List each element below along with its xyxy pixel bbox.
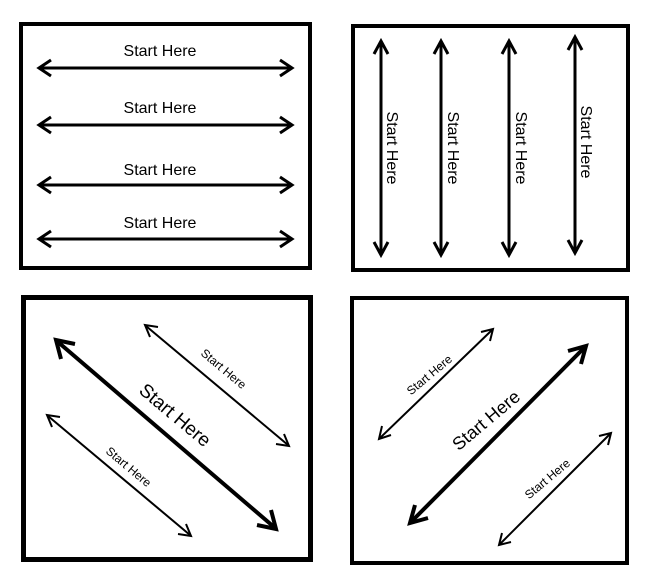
horizontal-arrow-1: Start Here: [36, 43, 295, 78]
vertical-arrow-4: Start Here: [566, 33, 594, 257]
horizontal-panel: Start Here Start Here Start Here Start H…: [19, 22, 312, 270]
arrow-label: Start Here: [383, 112, 400, 185]
arrow-label: Start Here: [577, 106, 594, 179]
vertical-arrow-2: Start Here: [432, 37, 461, 259]
diagonal-down-panel-drawing: Start Here Start Here Start Here: [45, 323, 291, 538]
diagonal-arrow-small-bottom: Start Here: [45, 413, 193, 538]
vertical-panel: Start Here Start Here Start Here Start H…: [351, 24, 630, 272]
vertical-arrow-1: Start Here: [372, 37, 400, 259]
horizontal-arrow-2: Start Here: [36, 100, 295, 135]
diagonal-arrow-small-top: Start Here: [143, 323, 291, 448]
vertical-panel-drawing: Start Here Start Here Start Here Start H…: [372, 33, 594, 259]
diagonal-up-panel: Start Here Start Here Start Here: [350, 296, 629, 565]
diagonal-up-panel-drawing: Start Here Start Here Start Here: [377, 327, 613, 547]
arrow-label: Start Here: [124, 215, 197, 232]
arrow-label: Start Here: [124, 43, 197, 60]
horizontal-arrow-4: Start Here: [36, 215, 295, 249]
arrow-label: Start Here: [444, 112, 461, 185]
arrow-label: Start Here: [512, 112, 529, 185]
arrow-label: Start Here: [124, 100, 197, 117]
horizontal-arrow-3: Start Here: [36, 162, 295, 195]
arrow-label: Start Here: [198, 346, 249, 392]
diagonal-arrow-large: Start Here: [53, 337, 279, 532]
horizontal-panel-drawing: Start Here Start Here Start Here Start H…: [36, 43, 295, 249]
vertical-arrow-3: Start Here: [500, 37, 529, 259]
diagonal-down-panel: Start Here Start Here Start Here: [21, 295, 313, 562]
arrow-label: Start Here: [124, 162, 197, 179]
diagonal-arrow-small-bottom: Start Here: [497, 431, 613, 547]
